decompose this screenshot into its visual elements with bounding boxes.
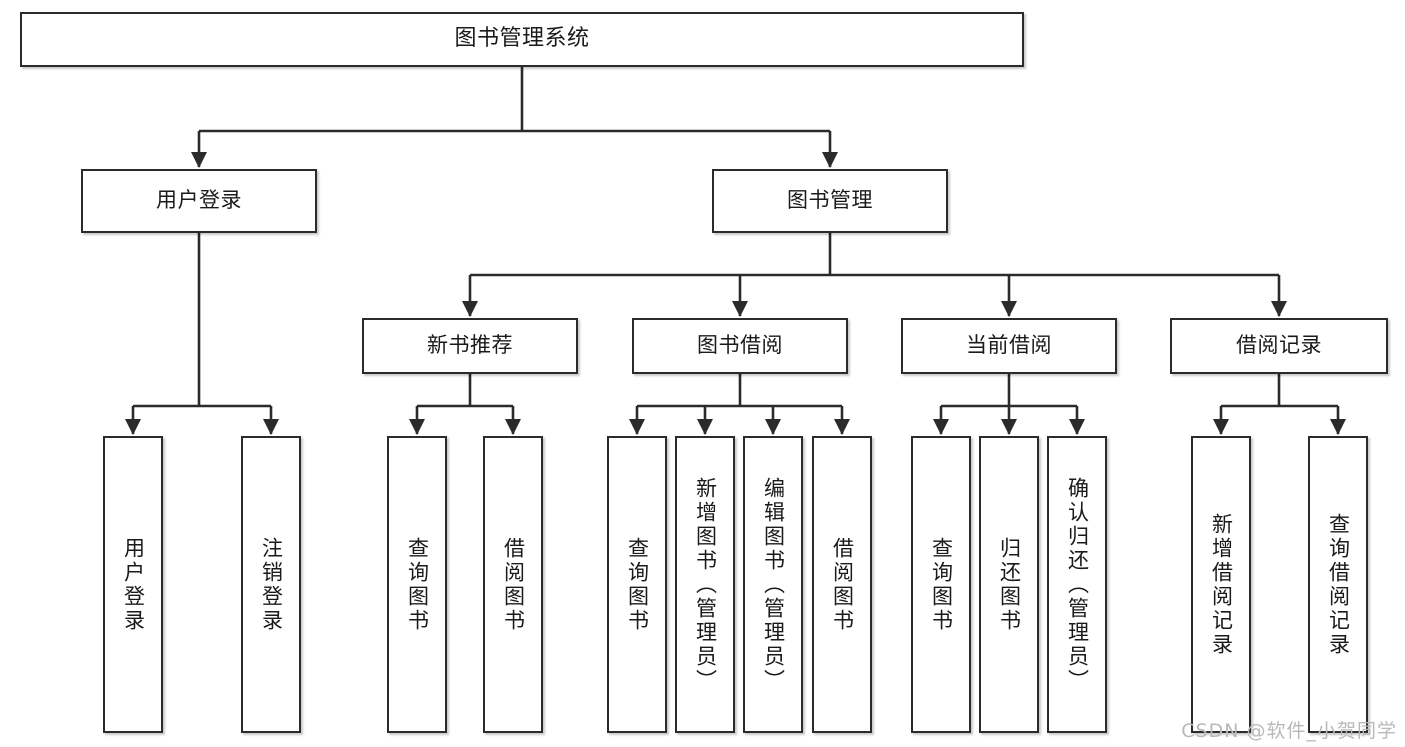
leaf-current-query-book[interactable]: 查询图书 xyxy=(911,436,971,733)
node-current-borrow[interactable]: 当前借阅 xyxy=(901,318,1117,374)
leaf-user-login-label: 用户登录 xyxy=(121,536,146,633)
node-borrow-record[interactable]: 借阅记录 xyxy=(1170,318,1388,374)
leaf-record-query-label: 查询借阅记录 xyxy=(1326,512,1351,657)
leaf-borrow-edit-book[interactable]: 编辑图书（管理员） xyxy=(743,436,803,733)
leaf-record-add[interactable]: 新增借阅记录 xyxy=(1191,436,1251,733)
node-root-label: 图书管理系统 xyxy=(454,26,590,52)
node-current-borrow-label: 当前借阅 xyxy=(966,333,1052,358)
leaf-borrow-borrow-book-label: 借阅图书 xyxy=(830,536,855,633)
leaf-borrow-add-book[interactable]: 新增图书（管理员） xyxy=(675,436,735,733)
leaf-borrow-query-book-label: 查询图书 xyxy=(625,536,650,633)
leaf-user-login[interactable]: 用户登录 xyxy=(103,436,163,733)
leaf-current-return-book[interactable]: 归还图书 xyxy=(979,436,1039,733)
leaf-record-query[interactable]: 查询借阅记录 xyxy=(1308,436,1368,733)
leaf-newbook-query-book[interactable]: 查询图书 xyxy=(387,436,447,733)
node-root[interactable]: 图书管理系统 xyxy=(20,12,1024,67)
leaf-newbook-query-book-label: 查询图书 xyxy=(405,536,430,633)
leaf-borrow-borrow-book[interactable]: 借阅图书 xyxy=(812,436,872,733)
node-book-borrow-label: 图书借阅 xyxy=(697,333,783,358)
leaf-logout[interactable]: 注销登录 xyxy=(241,436,301,733)
leaf-current-return-book-label: 归还图书 xyxy=(997,536,1022,633)
leaf-record-add-label: 新增借阅记录 xyxy=(1209,512,1234,657)
node-book-management-label: 图书管理 xyxy=(787,188,873,213)
leaf-borrow-add-book-label: 新增图书（管理员） xyxy=(693,476,718,693)
node-user-login[interactable]: 用户登录 xyxy=(81,169,317,233)
node-book-borrow[interactable]: 图书借阅 xyxy=(632,318,848,374)
node-new-book-recommend-label: 新书推荐 xyxy=(427,333,513,358)
node-new-book-recommend[interactable]: 新书推荐 xyxy=(362,318,578,374)
leaf-current-confirm-return[interactable]: 确认归还（管理员） xyxy=(1047,436,1107,733)
leaf-borrow-query-book[interactable]: 查询图书 xyxy=(607,436,667,733)
node-user-login-label: 用户登录 xyxy=(156,188,242,213)
leaf-current-query-book-label: 查询图书 xyxy=(929,536,954,633)
node-book-management[interactable]: 图书管理 xyxy=(712,169,948,233)
leaf-current-confirm-return-label: 确认归还（管理员） xyxy=(1065,476,1090,693)
leaf-logout-label: 注销登录 xyxy=(259,536,284,633)
leaf-newbook-borrow-book-label: 借阅图书 xyxy=(501,536,526,633)
leaf-borrow-edit-book-label: 编辑图书（管理员） xyxy=(761,476,786,693)
csdn-watermark: CSDN @软件_小贺同学 xyxy=(1181,720,1397,742)
node-borrow-record-label: 借阅记录 xyxy=(1236,333,1322,358)
leaf-newbook-borrow-book[interactable]: 借阅图书 xyxy=(483,436,543,733)
